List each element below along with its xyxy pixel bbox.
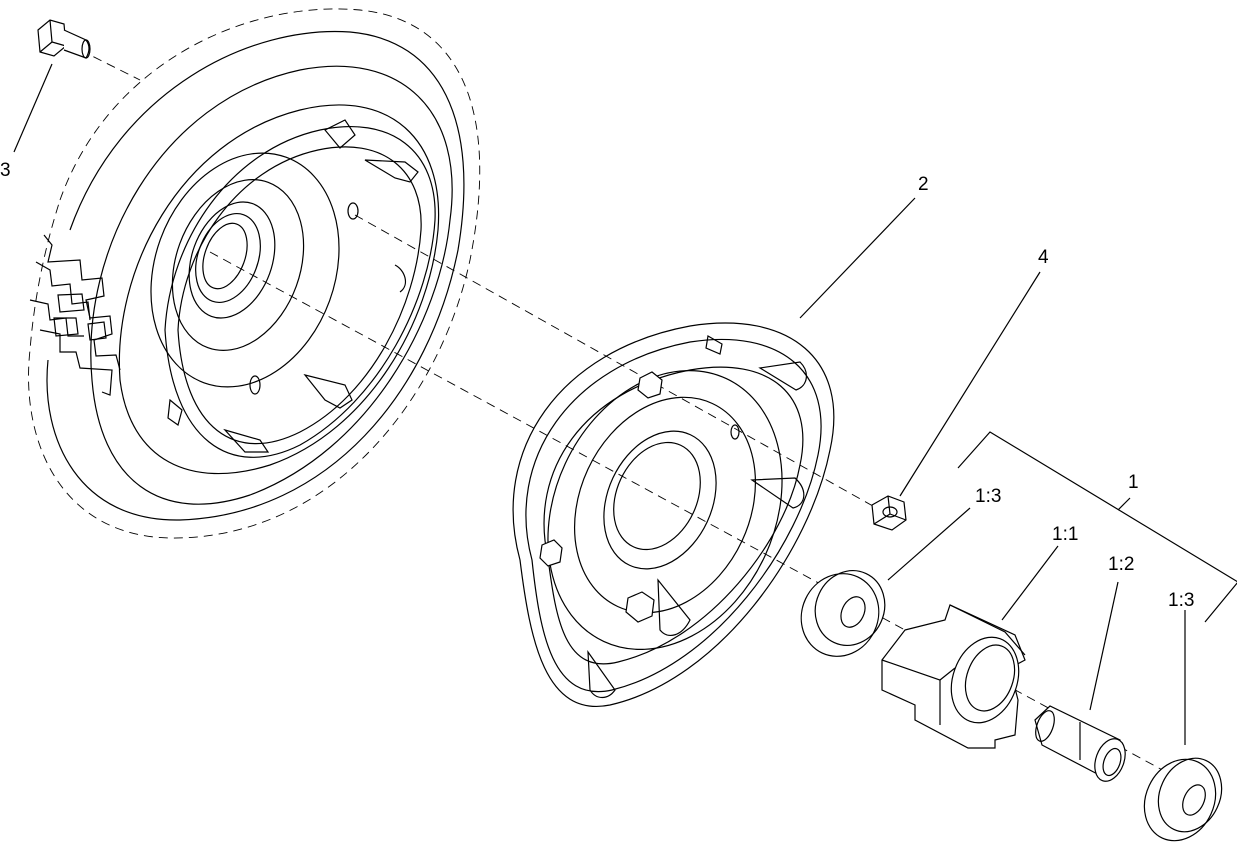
callout-2-label: 2	[918, 174, 929, 195]
callout-4-label: 4	[1038, 247, 1049, 268]
callout-1-3-second-label: 1:3	[1168, 590, 1194, 611]
callout-1-label: 1	[1128, 472, 1139, 493]
hub-sleeve-1-1	[881, 604, 1026, 749]
wheel-tire-part	[28, 8, 481, 539]
callout-1-1-label: 1:1	[1052, 524, 1078, 545]
callout-3-label: 3	[0, 160, 11, 181]
callout-1-2-label: 1:2	[1108, 554, 1134, 575]
callout-1-3-first-label: 1:3	[975, 486, 1001, 507]
nut-part	[871, 495, 907, 531]
callout-labels: 3 2 4 1 1:3 1:1 1:2 1:3	[0, 160, 1194, 611]
bearing-1-3-second	[1143, 757, 1223, 842]
spacer-1-2	[1034, 705, 1126, 782]
hub-plate-part	[512, 322, 835, 707]
bolt-part	[37, 19, 91, 59]
bearing-1-3-first	[800, 570, 886, 657]
leader-lines	[13, 63, 1237, 745]
assembly-axis-lines	[79, 49, 1191, 786]
